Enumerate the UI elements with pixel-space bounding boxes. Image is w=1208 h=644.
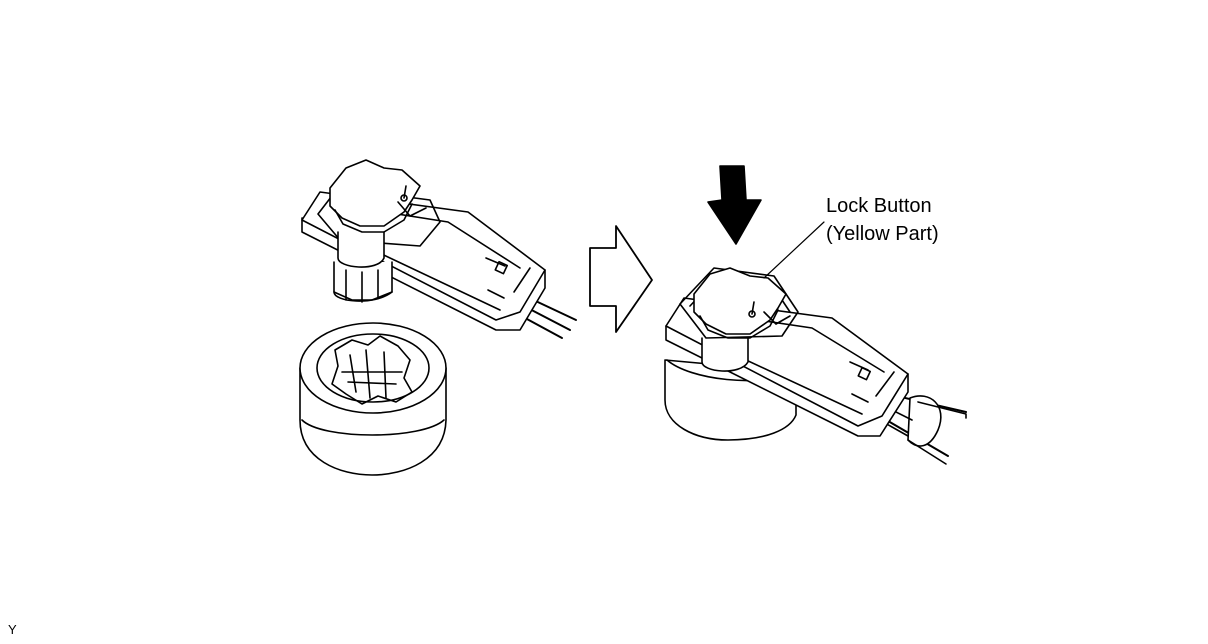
- connector-before-install: [301, 159, 577, 339]
- lock-button-callout: Lock Button (Yellow Part): [826, 192, 939, 248]
- solid-down-arrow-icon: [707, 165, 762, 245]
- callout-leader-line: [763, 221, 825, 279]
- connector-after-install: [664, 267, 967, 465]
- sensor-receptacle: [299, 322, 447, 476]
- hollow-right-arrow-icon: [589, 225, 653, 333]
- callout-line-2: (Yellow Part): [826, 223, 939, 245]
- figure-code: Y: [8, 622, 17, 637]
- callout-line-1: Lock Button: [826, 195, 932, 217]
